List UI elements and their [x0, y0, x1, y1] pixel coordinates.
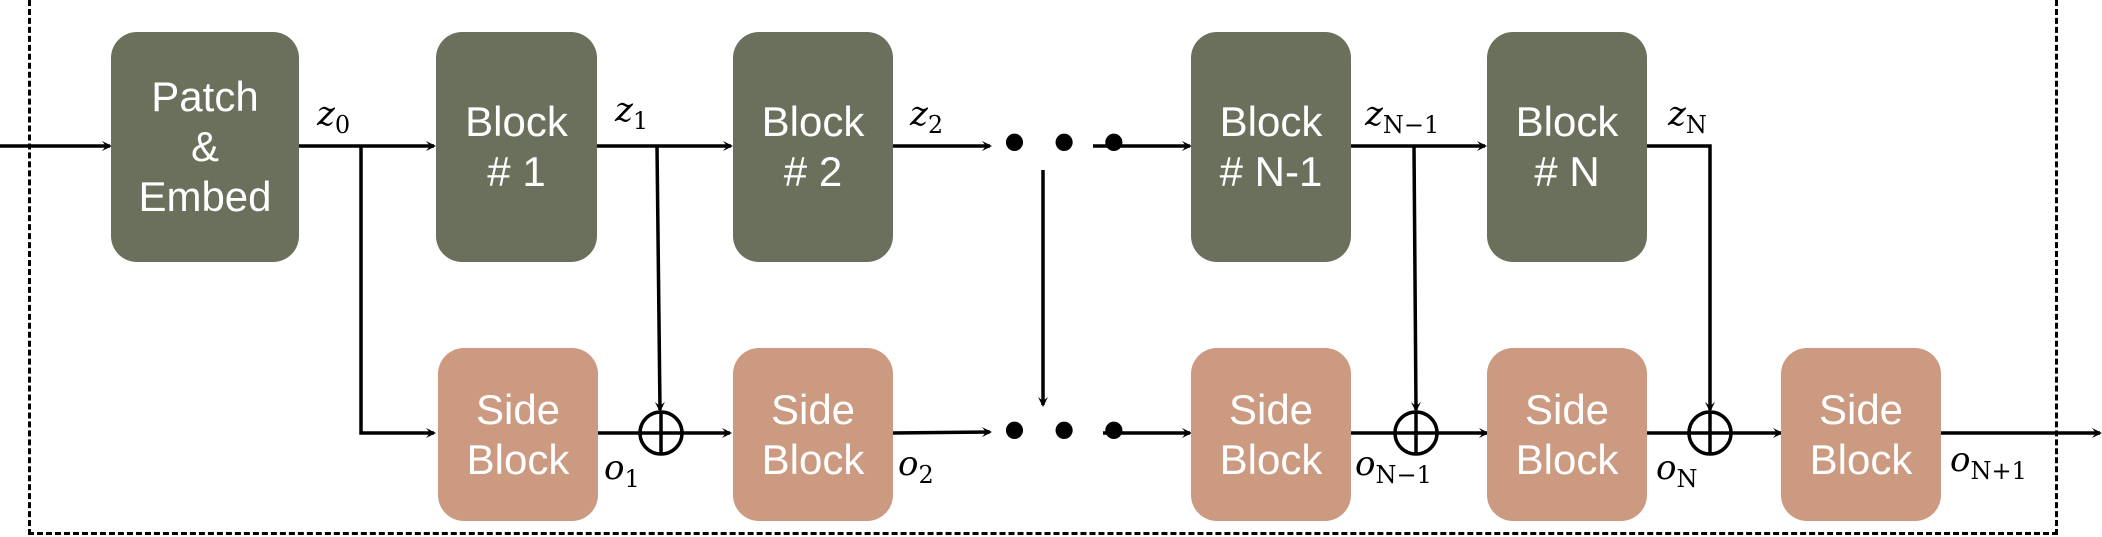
side-block-1-line1: Side: [475, 385, 561, 433]
side-block-2: Side Block: [733, 348, 893, 521]
side-block-1-line2: Block: [466, 435, 570, 483]
side-block-4-line1: Side: [1524, 385, 1610, 433]
z0-label: z0: [317, 94, 351, 139]
sum-node-3: [1687, 410, 1733, 456]
side-block-3-line2: Block: [1219, 435, 1323, 483]
side-block-1: Side Block: [438, 348, 598, 521]
patch-embed-line2: &: [190, 123, 219, 170]
block-n-1-line1: Block: [1219, 98, 1323, 145]
z2-label: z2: [910, 94, 944, 139]
zN-down-arrow: [1647, 144, 1715, 412]
block-2: Block # 2: [733, 32, 893, 262]
zN-1-down-arrow: [1410, 145, 1421, 412]
zN-label: zN: [1668, 94, 1707, 139]
side-block-2-line2: Block: [761, 435, 865, 483]
z0-side-arrow: [359, 146, 436, 438]
side-block-5-line1: Side: [1818, 385, 1904, 433]
side-block-5-line2: Block: [1809, 435, 1913, 483]
ellipsis-top: • • •: [1004, 108, 1131, 175]
patch-embed-block: Patch & Embed: [111, 32, 299, 262]
block-2-line2: # 2: [783, 148, 843, 195]
block-n: Block # N: [1487, 32, 1647, 262]
side-block-4-line2: Block: [1515, 435, 1619, 483]
side-block-4: Side Block: [1487, 348, 1647, 521]
block-n-1-line2: # N-1: [1219, 148, 1323, 195]
z1-down-arrow: [654, 145, 665, 412]
block-1: Block # 1: [436, 32, 597, 262]
side-block-5: Side Block: [1781, 348, 1941, 521]
o2-label: o2: [898, 444, 934, 489]
block-1-line1: Block: [465, 98, 568, 145]
sum-node-2: [1393, 410, 1439, 456]
oN-label: oN: [1656, 448, 1698, 493]
o1-label: o1: [604, 448, 640, 493]
zN-1-label: zN−1: [1365, 94, 1440, 139]
sum-node-1: [638, 410, 684, 456]
patch-embed-line1: Patch: [151, 73, 259, 120]
block-n-line2: # N: [1534, 148, 1600, 195]
block-n-1: Block # N-1: [1191, 32, 1351, 262]
block-2-line1: Block: [761, 98, 865, 145]
patch-embed-line3: Embed: [138, 173, 272, 220]
oN-1-label: oN−1: [1355, 444, 1432, 489]
block-1-line2: # 1: [487, 148, 546, 195]
side-block-2-line1: Side: [770, 385, 856, 433]
block-n-line1: Block: [1515, 98, 1619, 145]
o2-arrow: [891, 427, 992, 438]
side-block-3: Side Block: [1191, 348, 1351, 521]
side-block-3-line1: Side: [1228, 385, 1314, 433]
oN+1-label: oN+1: [1950, 440, 2027, 485]
dashed-frame: [28, 0, 2058, 535]
ellipsis-bottom: • • •: [1004, 396, 1131, 463]
z1-label: z1: [615, 90, 649, 135]
